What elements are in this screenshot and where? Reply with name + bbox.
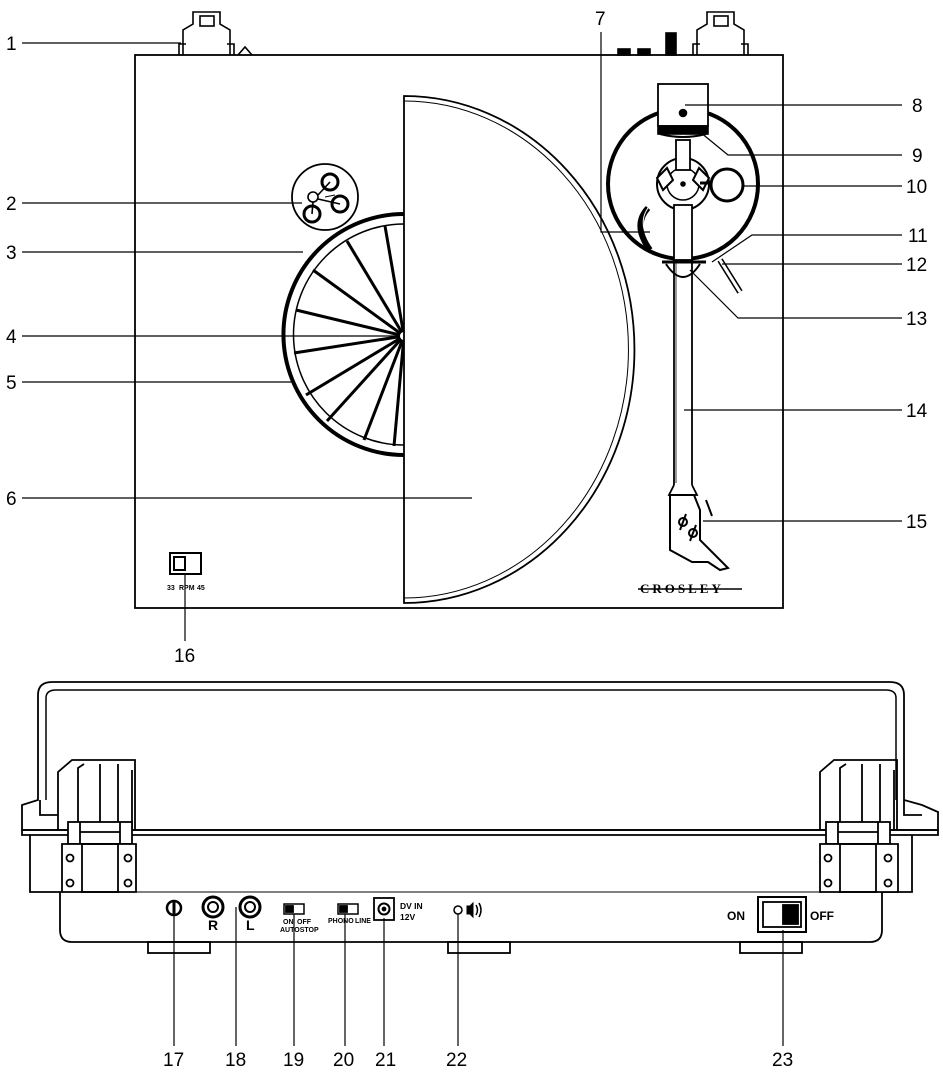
callout-11: 11 (908, 226, 928, 247)
callout-7: 7 (595, 9, 606, 30)
callout-6: 6 (6, 489, 17, 510)
rpm-word-label: RPM (179, 585, 195, 592)
jack-l-label: L (246, 917, 255, 933)
tonearm-assembly (606, 83, 760, 294)
callout-21: 21 (375, 1050, 396, 1071)
phono-line-switch[interactable] (337, 903, 359, 915)
dc-volt-label: 12V (400, 912, 415, 922)
rca-jack-right[interactable] (201, 895, 225, 919)
callout-1: 1 (6, 34, 17, 55)
top-view (134, 11, 784, 609)
autostop-on-label: ON (283, 919, 294, 926)
ground-terminal[interactable] (165, 899, 183, 917)
rpm-45-label: 45 (197, 585, 205, 592)
callout-8: 8 (912, 96, 923, 117)
dc-in-label: DV IN (400, 901, 423, 911)
headshell (669, 494, 730, 572)
line-label: LINE (355, 918, 371, 925)
callout-4: 4 (6, 327, 17, 348)
callout-16: 16 (174, 646, 195, 667)
callout-10: 10 (906, 177, 927, 198)
callout-3: 3 (6, 243, 17, 264)
hinge-right (617, 11, 749, 56)
rear-hinge-left (39, 759, 137, 893)
turntable-plinth (134, 54, 784, 609)
turntable-base (29, 835, 913, 943)
callout-2: 2 (6, 194, 17, 215)
callout-20: 20 (333, 1050, 354, 1071)
callout-12: 12 (906, 255, 927, 276)
callout-19: 19 (283, 1050, 304, 1071)
callout-9: 9 (912, 146, 923, 167)
callout-18: 18 (225, 1050, 246, 1071)
platter (403, 95, 636, 604)
callout-22: 22 (446, 1050, 467, 1071)
foot-right (739, 941, 803, 954)
dc-in-jack[interactable] (373, 897, 395, 921)
power-off-label: OFF (810, 909, 834, 923)
autostop-word-label: AUTOSTOP (280, 927, 319, 934)
leader-lines (22, 32, 902, 1046)
hinge-left (178, 11, 253, 56)
jack-r-label: R (208, 917, 218, 933)
rear-hinge-right (819, 759, 922, 893)
callout-14: 14 (906, 401, 928, 422)
callout-23: 23 (772, 1050, 793, 1071)
callout-15: 15 (906, 512, 927, 533)
power-led (453, 905, 463, 915)
callout-5: 5 (6, 373, 17, 394)
phono-label: PHONO (328, 918, 354, 925)
callout-13: 13 (906, 309, 927, 330)
rear-view (21, 681, 939, 954)
platter-spokes (281, 212, 406, 457)
speaker-icon (466, 901, 482, 919)
foot-center (447, 941, 511, 954)
45-adapter-holder (291, 163, 359, 231)
rpm-switch[interactable] (169, 552, 202, 575)
callout-17: 17 (163, 1050, 184, 1071)
autostop-switch[interactable] (283, 903, 305, 915)
foot-left (147, 941, 211, 954)
rpm-33-label: 33 (167, 585, 175, 592)
power-switch[interactable] (757, 896, 807, 933)
rca-jack-left[interactable] (238, 895, 262, 919)
callout-numbers: 1 2 3 4 5 6 7 8 9 10 11 12 13 14 15 16 1… (6, 9, 928, 1071)
crosley-brand: CROSLEY (640, 581, 724, 596)
autostop-off-label: OFF (297, 919, 312, 926)
dust-cover (21, 681, 939, 831)
tonearm (667, 260, 699, 496)
power-on-label: ON (727, 909, 745, 923)
